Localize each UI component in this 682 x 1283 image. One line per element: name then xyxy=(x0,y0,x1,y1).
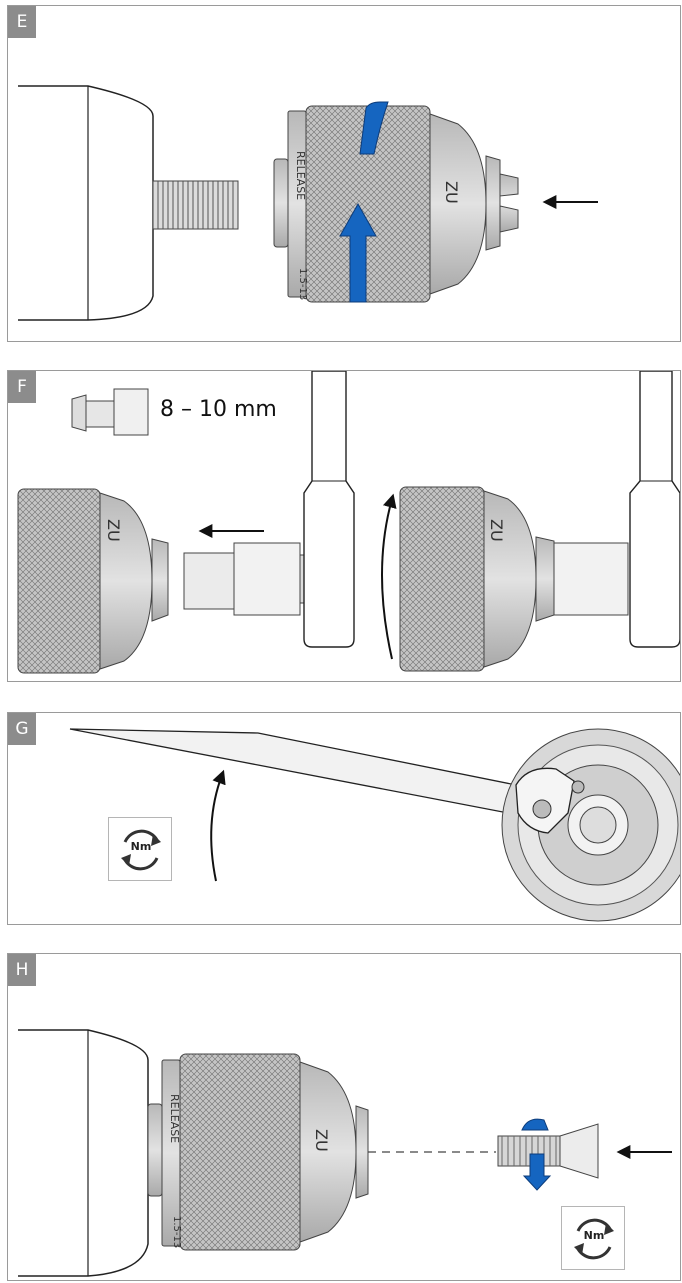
release-marking-h: RELEASE xyxy=(168,1094,181,1143)
diagram-h: RELEASE ZU 1.5-13 xyxy=(18,1029,672,1277)
zu-marking: ZU xyxy=(442,181,461,204)
screw xyxy=(497,1123,599,1179)
screw-rotation-arrow-blue xyxy=(521,1118,552,1191)
torque-icon-box-h: Nm xyxy=(561,1206,625,1270)
size-marking: 1.5-13 xyxy=(297,268,308,300)
diagram-f: ZU ZU xyxy=(17,371,680,674)
diagram-e: RELEASE ZU 1.5-13 xyxy=(18,85,598,321)
panel-g: G Nm xyxy=(7,712,681,925)
size-marking-h: 1.5-13 xyxy=(171,1216,182,1248)
panel-f: F 8 – 10 mm ZU xyxy=(7,370,681,682)
panel-label-f: F xyxy=(8,371,36,403)
zu-marking-right: ZU xyxy=(487,519,506,542)
rotation-arrow-blue xyxy=(339,101,389,303)
turn-arrow-f xyxy=(381,493,397,660)
panel-label-g: G xyxy=(8,713,36,745)
torque-label-h: Nm xyxy=(583,1229,605,1242)
torque-label-g: Nm xyxy=(130,840,152,853)
zu-marking-left: ZU xyxy=(104,519,123,542)
torque-rotation-icon-h xyxy=(574,1218,614,1260)
panel-label-e: E xyxy=(8,6,36,38)
dimension-label: 8 – 10 mm xyxy=(160,397,277,422)
torque-rotation-icon xyxy=(121,829,161,871)
diagram-g xyxy=(69,728,680,922)
zu-marking-h: ZU xyxy=(312,1129,331,1152)
drill-body-h xyxy=(18,1029,149,1277)
wrench-left xyxy=(303,371,355,648)
keyless-chuck xyxy=(273,105,519,303)
release-marking: RELEASE xyxy=(294,151,307,200)
threaded-spindle xyxy=(152,180,239,230)
wrench-handle xyxy=(69,728,529,814)
torque-icon-box-g: Nm xyxy=(108,817,172,881)
chuck-right xyxy=(399,486,555,672)
drill-body xyxy=(18,85,154,321)
panel-e: E RELEASE ZU 1.5-13 xyxy=(7,5,681,342)
wrench-right xyxy=(629,371,680,648)
chuck-left xyxy=(17,488,169,674)
panel-label-h: H xyxy=(8,954,36,986)
socket-adapter-icon xyxy=(71,388,149,436)
panel-h: H RELEASE ZU 1.5-13 xyxy=(7,953,681,1281)
keyless-chuck-h xyxy=(147,1053,369,1251)
lift-arrow xyxy=(210,769,226,882)
